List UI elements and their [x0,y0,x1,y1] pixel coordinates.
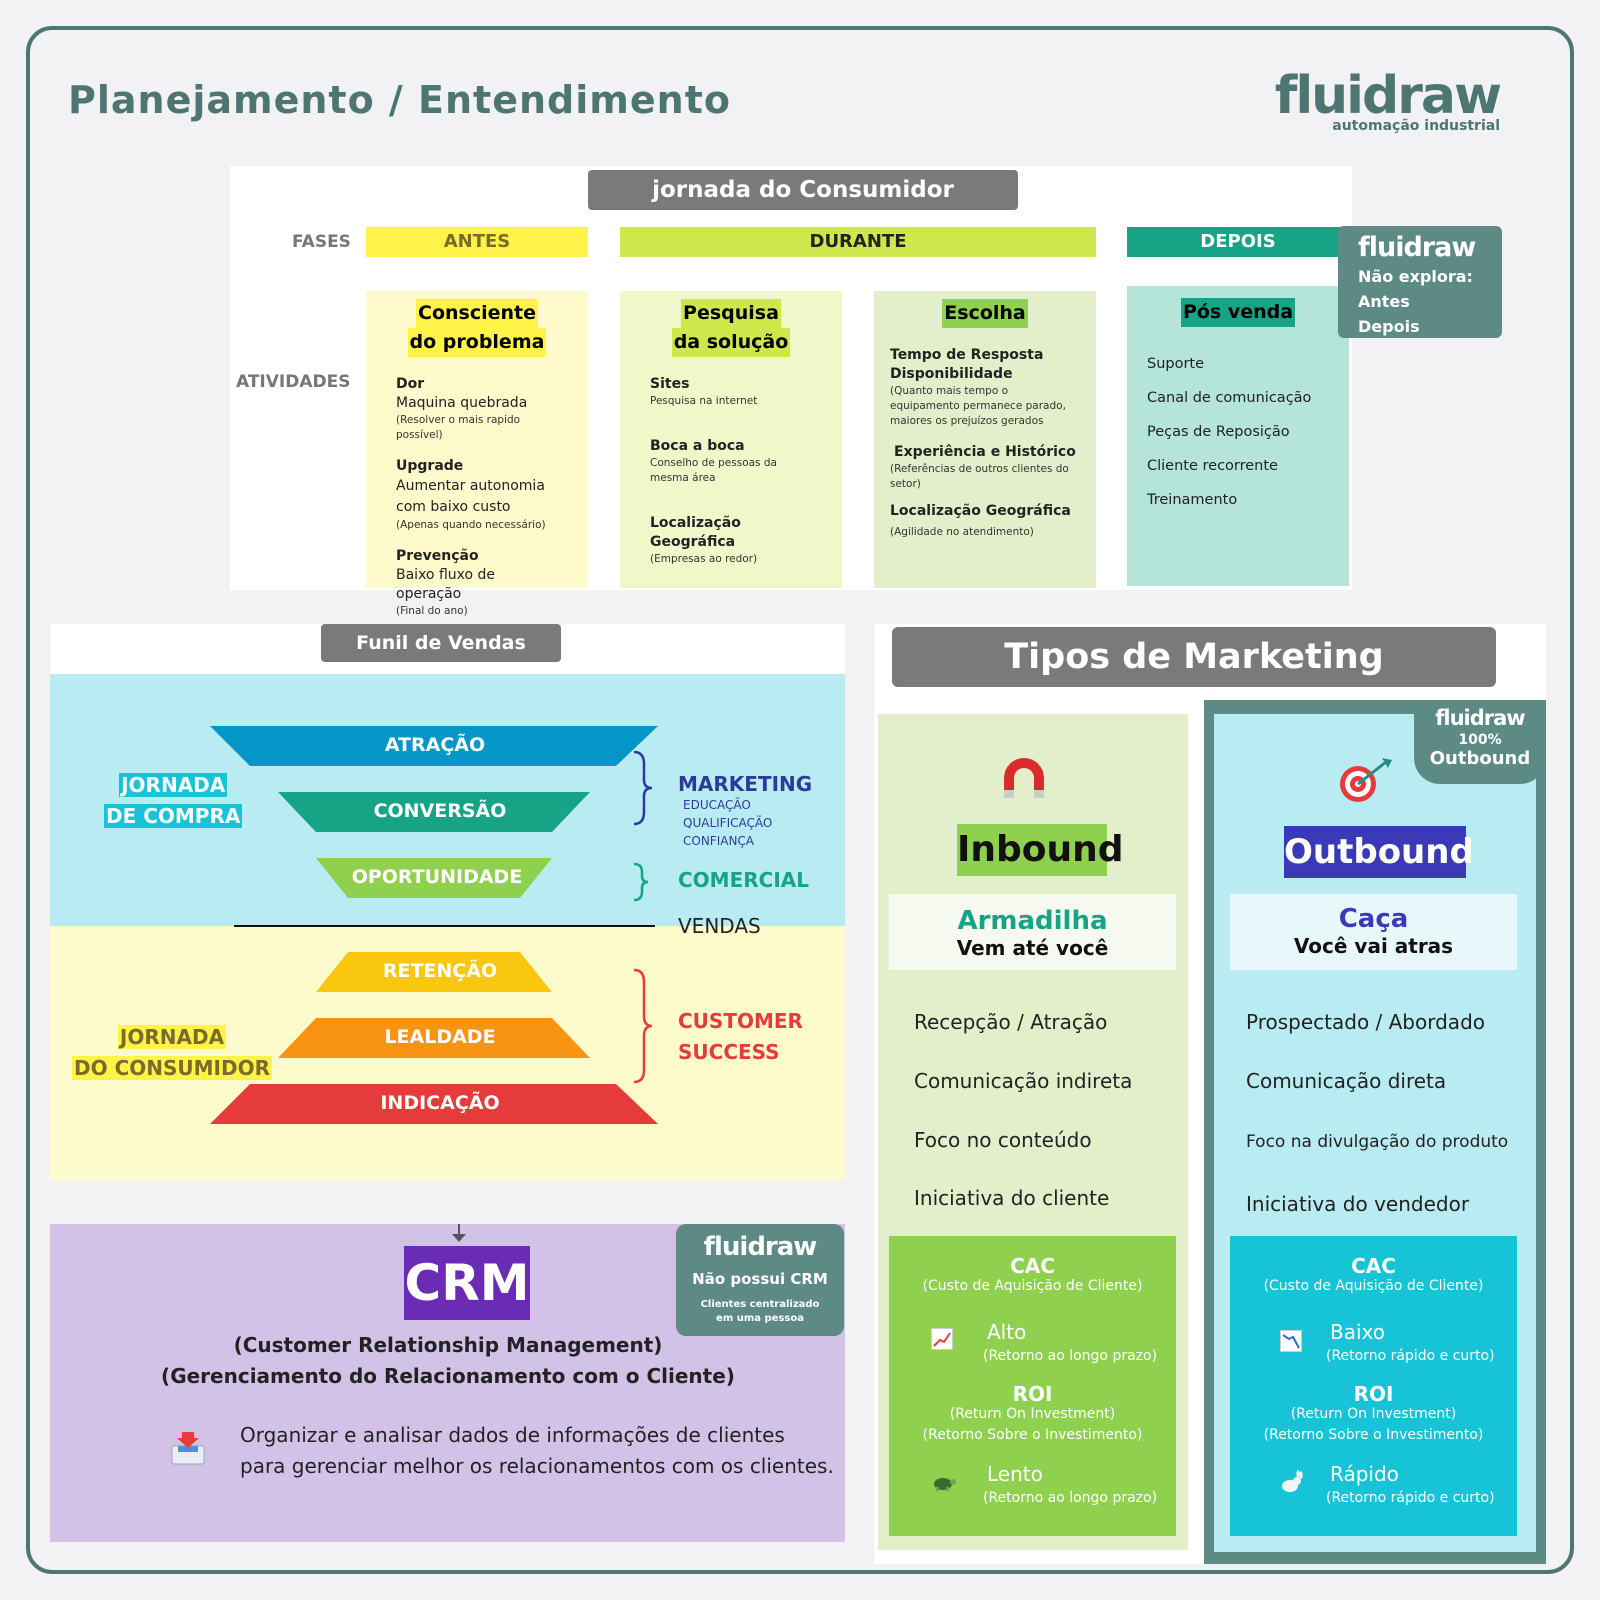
brand-logo: fluidraw automação industrial [1274,66,1502,134]
stage-atracao-shape [210,726,658,766]
inbound-item: Recepção / Atração [914,1010,1108,1034]
stage-oportunidade: OPORTUNIDADE [351,866,523,888]
comercial-brace [633,862,649,902]
crm-title: CRM [404,1246,530,1320]
marketing-label: MARKETING [678,772,813,796]
crm-subtitle: (Customer Relationship Management) (Gere… [161,1333,735,1388]
fases-label: FASES [292,232,351,252]
customer-success-brace [633,968,653,1084]
phase-depois: DEPOIS [1127,227,1349,257]
funnel-shapes [210,726,658,1124]
activity-item: Localização Geográfica(Agilidade no aten… [890,503,1071,538]
outbound-item: Comunicação direta [1246,1069,1447,1093]
inbound-metrics-box: CAC (Custo de Aquisição de Cliente) Alto… [889,1236,1176,1536]
outbound-title: Outbound [1284,826,1474,878]
outbound-tag-box: Caça Você vai atras [1230,894,1517,970]
stage-lealdade-shape [278,1018,590,1058]
arrow-down-icon [458,1224,460,1238]
fluidraw-logo: fluidraw [703,1232,818,1262]
chart-increasing-icon [931,1328,953,1350]
fluidraw-journey-note: fluidraw Não explora: Antes Depois [1338,226,1502,338]
stage-atracao: ATRAÇÃO [384,734,486,756]
magnet-icon [1004,758,1044,798]
stage-indicacao-shape [210,1084,658,1124]
stage-oportunidade-shape [316,858,552,898]
phase-durante: DURANTE [620,227,1096,257]
outbound-item: Foco na divulgação do produto [1246,1132,1509,1152]
logo-subtitle: automação industrial [1332,118,1500,134]
comercial-label: COMERCIAL [678,868,809,892]
chart-decreasing-icon [1280,1330,1302,1352]
fluidraw-logo: fluidraw [1358,232,1476,263]
column-title-line1: Consciente [416,299,538,328]
column-title-line1: Escolha [942,299,1028,328]
marketing-title: Tipos de Marketing [892,627,1496,687]
journey-column-escolha: Escolha Tempo de Resposta Disponibilidad… [874,291,1096,588]
inbound-item: Iniciativa do cliente [914,1186,1110,1210]
column-title-line1: Pesquisa [681,299,781,328]
column-title-line2: da solução [671,328,791,357]
stage-conversao-shape [278,792,590,832]
column-title-line2: do problema [407,328,547,357]
target-icon [1340,758,1392,802]
crm-description: Organizar e analisar dados de informaçõe… [240,1423,834,1478]
page-title: Planejamento / Entendimento [68,78,731,122]
turtle-icon [931,1472,957,1492]
outbound-metrics-box: CAC (Custo de Aquisição de Cliente) Baix… [1230,1236,1517,1536]
logo-word: fluidraw [1274,66,1502,126]
inbound-item: Foco no conteúdo [914,1128,1092,1152]
inbound-tag-box: Armadilha Vem até você [889,894,1176,970]
journey-column-pos-venda: Pós venda Suporte Canal de comunicação P… [1127,286,1349,586]
outbound-item: Prospectado / Abordado [1246,1010,1485,1034]
jornada-de-compra-label: JORNADA DE COMPRA [104,773,243,828]
marketing-sub-list: EDUCAÇÃO QUALIFICAÇÃO CONFIANÇA [683,798,773,848]
jornada-do-consumidor-label: JORNADA DO CONSUMIDOR [72,1025,272,1080]
phase-antes: ANTES [366,227,588,257]
journey-title: jornada do Consumidor [588,170,1018,210]
activity-item: Experiência e Histórico(Referências de o… [890,444,1076,490]
vendas-label: VENDAS [678,914,761,938]
outbound-badge: fluidraw 100% Outbound [1414,700,1546,784]
column-title-line1: Pós venda [1180,298,1296,327]
stage-lealdade: LEALDADE [384,1026,496,1048]
inbound-title: Inbound [957,824,1124,876]
rabbit-icon [1278,1470,1304,1494]
stage-indicacao: INDICAÇÃO [380,1092,500,1114]
activity-item: Tempo de Resposta Disponibilidade(Quanto… [890,347,1066,427]
customer-success-label: CUSTOMER SUCCESS [678,1009,803,1064]
atividades-label: ATIVIDADES [236,372,351,392]
outbound-item: Iniciativa do vendedor [1246,1192,1470,1216]
inbound-item: Comunicação indireta [914,1069,1133,1093]
marketing-brace [633,750,653,826]
fluidraw-crm-note: fluidraw Não possui CRM Clientes central… [676,1224,844,1336]
stage-retencao: RETENÇÃO [382,960,498,982]
inbox-tray-icon [171,1432,205,1465]
activity-list: Suporte Canal de comunicação Peças de Re… [1147,356,1312,508]
activity-item: Localização Geográfica(Empresas ao redor… [650,515,758,565]
fluidraw-logo: fluidraw [1435,706,1525,730]
stage-conversao: CONVERSÃO [373,800,507,822]
funnel-title: Funil de Vendas [321,624,561,662]
stage-retencao-shape [316,952,552,992]
